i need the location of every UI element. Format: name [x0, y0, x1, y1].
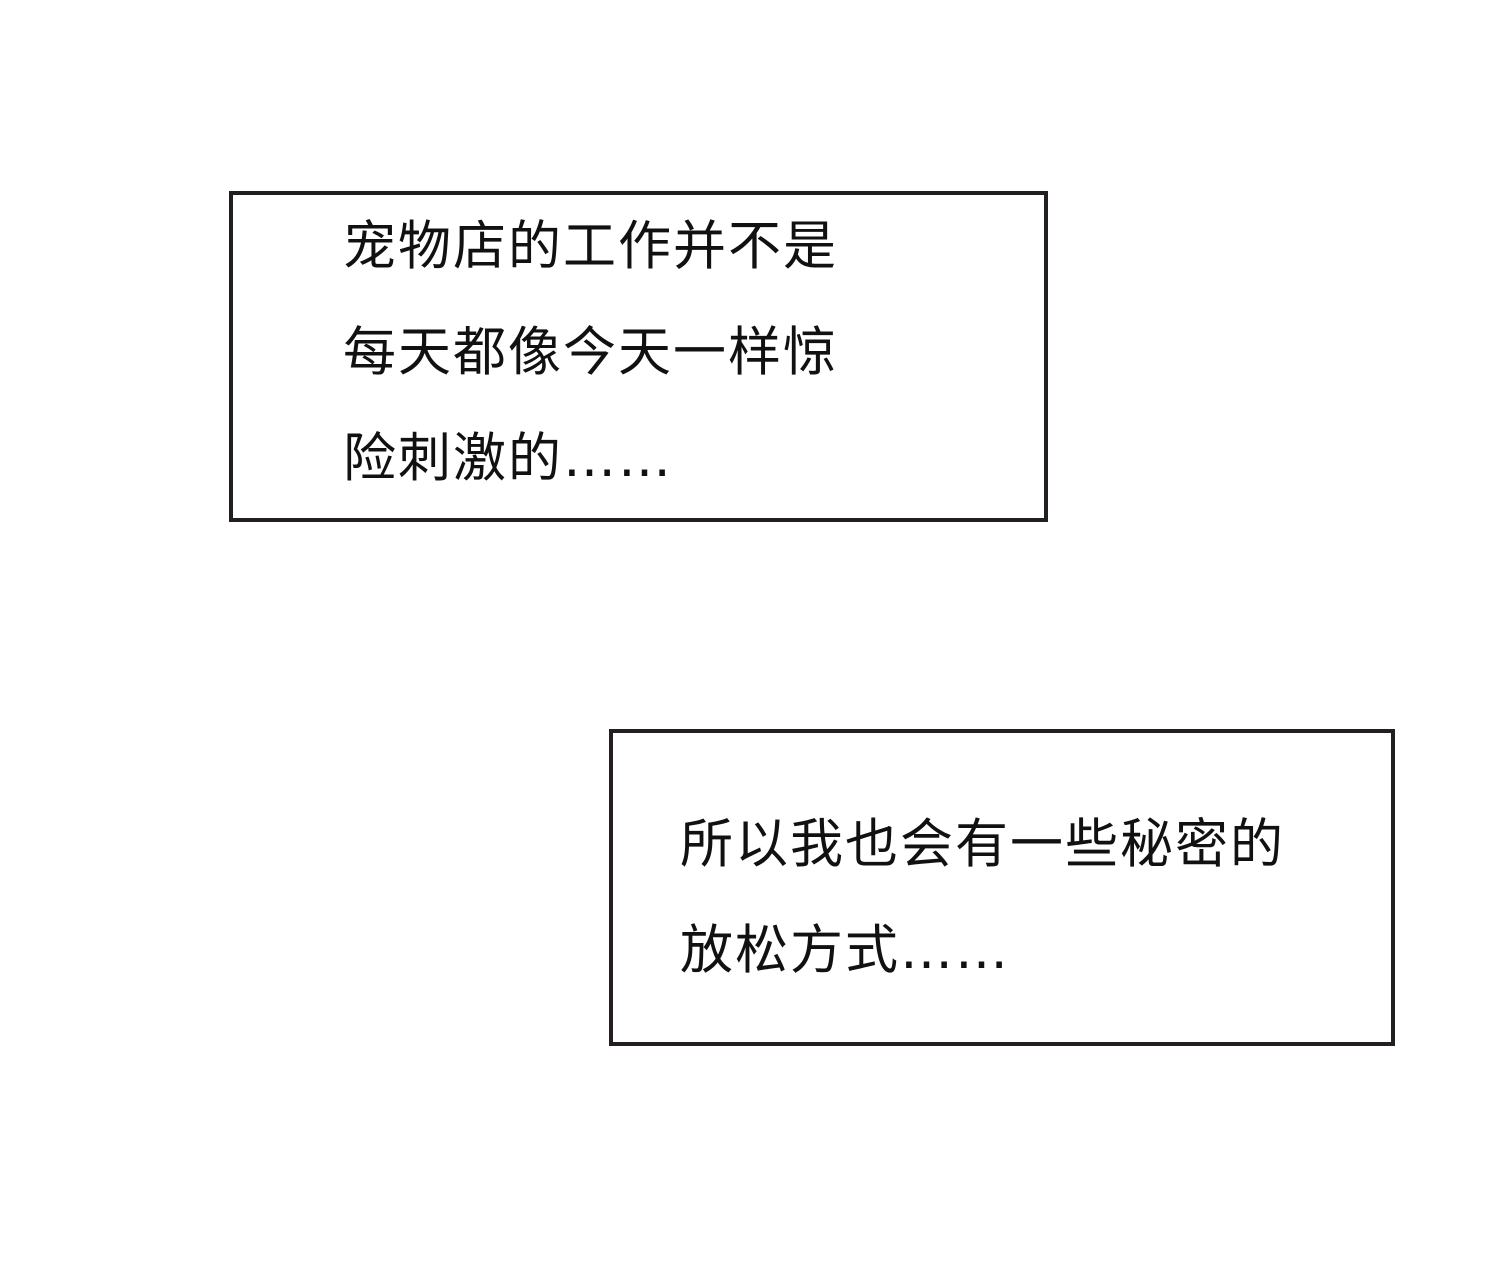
caption-2-line-2: 放松方式…… [680, 920, 1010, 981]
caption-1-line-2: 每天都像今天一样惊 [343, 322, 838, 383]
caption-2-line-1: 所以我也会有一些秘密的 [680, 814, 1285, 875]
caption-1-line-3: 险刺激的…… [343, 428, 673, 489]
caption-box-1: 宠物店的工作并不是 每天都像今天一样惊 险刺激的…… [229, 191, 1048, 522]
caption-box-2: 所以我也会有一些秘密的 放松方式…… [609, 729, 1395, 1046]
caption-1-line-1: 宠物店的工作并不是 [343, 216, 838, 277]
